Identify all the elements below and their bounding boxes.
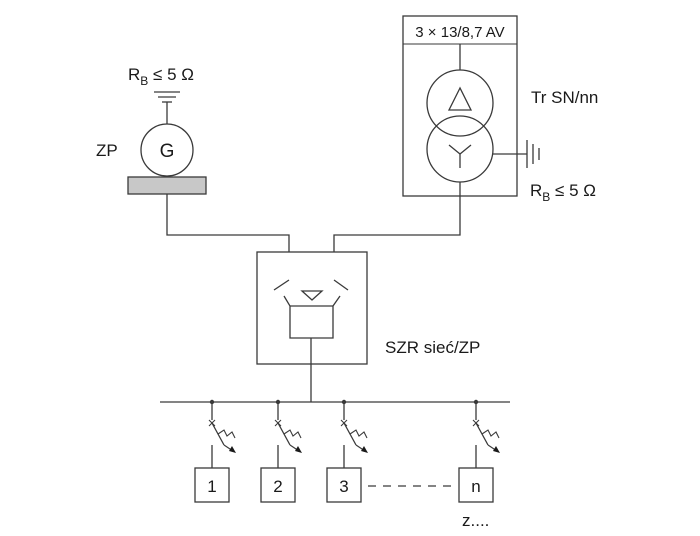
load-label-2: 2 (273, 477, 282, 496)
transformer-enclosure (402, 15, 518, 197)
load-box-1 (194, 467, 230, 503)
generator-group-label: ZP (96, 141, 118, 160)
earth-ground-icon-left (154, 91, 180, 103)
earthing-left-label: RB ≤ 5 Ω (128, 65, 194, 88)
ellipsis-label: z.... (462, 511, 489, 530)
breaker-release-icon (217, 429, 236, 439)
delta-winding-icon (447, 86, 473, 111)
transformer-rating-label: 3 × 13/8,7 AV (415, 24, 504, 41)
star-winding-icon (448, 144, 472, 168)
transformer-name-label: Tr SN/nn (531, 88, 598, 107)
earth-ground-icon-right (526, 140, 540, 168)
earthing-right-label: RB ≤ 5 Ω (530, 181, 596, 204)
load-label-1: 1 (207, 477, 216, 496)
szr-switch-label: SZR sieć/ZP (385, 338, 480, 357)
breaker-release-icon (283, 429, 302, 439)
breaker-arrow-icon (493, 446, 500, 453)
feeder-3: 3 (326, 402, 368, 503)
szr-switch-box (256, 251, 368, 365)
transformer-primary-winding (426, 69, 494, 137)
generator-symbol: G (160, 141, 175, 162)
breaker-arrow-icon (295, 446, 302, 453)
changeover-contacts (273, 279, 349, 402)
interlock-triangle-icon (300, 290, 324, 301)
load-label-3: 3 (339, 477, 348, 496)
load-box-2 (260, 467, 296, 503)
load-label-n: n (471, 477, 480, 496)
generator-busbar (127, 176, 207, 195)
generator-circle (140, 123, 194, 177)
breaker-release-icon (349, 429, 368, 439)
load-box-n (458, 467, 494, 503)
breaker-release-icon (481, 429, 500, 439)
feeder-n: n (458, 402, 500, 503)
feeder-2: 2 (260, 402, 302, 503)
breaker-arrow-icon (361, 446, 368, 453)
feeder-1: 1 (194, 402, 236, 503)
load-box-3 (326, 467, 362, 503)
breaker-arrow-icon (229, 446, 236, 453)
